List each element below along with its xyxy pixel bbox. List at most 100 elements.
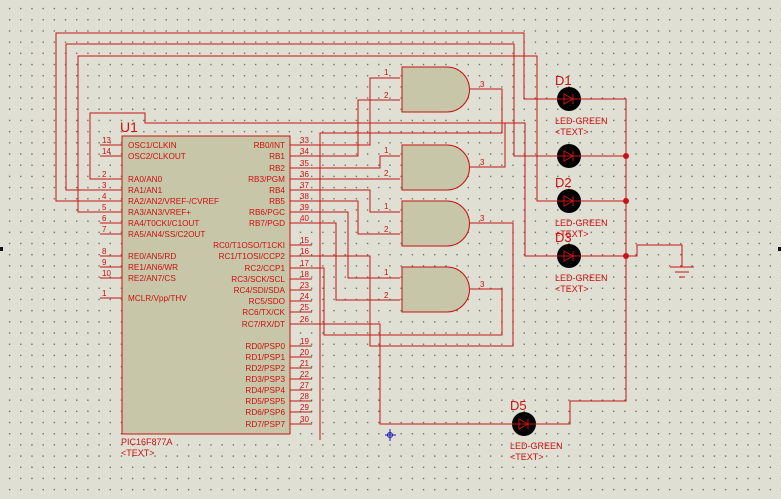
pin-number: 23 <box>300 281 309 290</box>
wire[interactable] <box>582 244 683 267</box>
pin-number: 27 <box>300 381 309 390</box>
pin-label: RE0/AN5/RD <box>128 252 176 261</box>
led[interactable] <box>555 144 583 168</box>
pin-label: RC7/RX/DT <box>242 320 285 329</box>
pin-number: 2 <box>102 170 107 179</box>
pin-number: 17 <box>300 259 309 268</box>
wire[interactable] <box>55 32 556 202</box>
pin-label: RC6/TX/CK <box>242 308 285 317</box>
pin-number: 38 <box>300 192 309 201</box>
wire[interactable] <box>306 323 510 425</box>
pin-label: RA5/AN4/SS/C2OUT <box>128 230 205 239</box>
led-part: LED-GREEN <box>555 116 608 126</box>
gate-pin-number: 3 <box>480 214 485 223</box>
pic16f877a-chip[interactable]: U1 PIC16F877A <TEXT> 13OSC1/CLKIN14OSC2/… <box>100 119 312 458</box>
gate-pin-number: 1 <box>384 146 389 155</box>
and-gate[interactable]: 123 <box>384 66 485 113</box>
diode-icon <box>563 195 575 207</box>
gate-pin-number: 2 <box>384 169 389 178</box>
pin-label: RD4/PSP4 <box>245 386 285 395</box>
led-text: <TEXT> <box>555 229 589 239</box>
pin-number: 10 <box>102 269 111 278</box>
wire[interactable] <box>538 98 627 425</box>
pin-number: 24 <box>300 292 309 301</box>
wire[interactable] <box>470 123 506 168</box>
and-gate[interactable]: 1 2 3 <box>384 144 485 191</box>
pin-number: 18 <box>300 270 309 279</box>
pin-label: RE1/AN6/WR <box>128 263 178 272</box>
pin-label: RA2/AN2/VREF-/CVREF <box>128 197 219 206</box>
led-text: <TEXT> <box>555 127 589 137</box>
chip-ref: U1 <box>120 119 138 135</box>
pin-label: RA1/AN1 <box>128 186 163 195</box>
diode-icon <box>518 418 530 430</box>
pin-label: RB5 <box>269 197 285 206</box>
led-text: <TEXT> <box>510 452 544 462</box>
pin-number: 34 <box>300 147 309 156</box>
wire[interactable] <box>89 112 556 257</box>
wire[interactable] <box>306 211 400 279</box>
gate-pin-number: 3 <box>480 158 485 167</box>
led-part: LED-GREEN <box>510 441 563 451</box>
pin-label: RD0/PSP0 <box>245 342 285 351</box>
and-gate-body[interactable] <box>401 200 470 247</box>
chip-body[interactable] <box>121 135 291 435</box>
wire[interactable] <box>306 222 514 347</box>
pin-number: 6 <box>102 214 107 223</box>
pin-label: OSC1/CLKIN <box>128 141 177 150</box>
pin-number: 33 <box>300 136 309 145</box>
chip-part: PIC16F877A <box>121 437 173 447</box>
wire[interactable] <box>77 55 556 213</box>
diode-icon <box>563 250 575 262</box>
pin-label: RA0/AN0 <box>128 175 163 184</box>
pin-label: RA4/T0CKI/C1OUT <box>128 219 199 228</box>
pin-label: RD1/PSP1 <box>245 353 285 362</box>
wire[interactable] <box>65 43 556 191</box>
and-gate-body[interactable] <box>401 144 470 191</box>
pin-label: RD5/PSP5 <box>245 397 285 406</box>
wire[interactable] <box>306 267 503 336</box>
pin-number: 20 <box>300 348 309 357</box>
pin-number: 29 <box>300 403 309 412</box>
wire[interactable] <box>306 99 400 157</box>
wire[interactable] <box>306 189 400 213</box>
gate-pin-number: 3 <box>480 80 485 89</box>
pin-number: 9 <box>102 258 107 267</box>
led-ref: D2 <box>555 175 572 190</box>
pin-label: OSC2/CLKOUT <box>128 152 186 161</box>
pin-label: RC0/T1OSO/T1CKI <box>213 241 285 250</box>
wire[interactable] <box>306 77 400 146</box>
pin-label: RC3/SCK/SCL <box>231 275 285 284</box>
gate-pin-number: 1 <box>384 268 389 277</box>
wire[interactable] <box>306 222 400 301</box>
led-part: LED-GREEN <box>555 218 608 228</box>
wires <box>55 32 694 440</box>
pin-number: 15 <box>300 236 309 245</box>
and-gate[interactable]: 123 <box>384 266 485 313</box>
wire[interactable] <box>306 155 400 169</box>
wire[interactable] <box>306 200 400 235</box>
pin-number: 13 <box>102 136 111 145</box>
leds: D1LED-GREEN<TEXT>D2LED-GREEN<TEXT>D3LED-… <box>510 73 608 462</box>
pin-label: RC2/CCP1 <box>245 264 286 273</box>
pin-number: 1 <box>102 289 107 298</box>
pin-label: RB1 <box>269 152 285 161</box>
pin-label: RC1/T1OSI/CCP2 <box>219 252 286 261</box>
pin-number: 39 <box>300 203 309 212</box>
crosshair-cursor-icon <box>385 429 396 441</box>
and-gate-body[interactable] <box>401 266 470 313</box>
right-pins: 33RB0/INT34RB135RB236RB3/PGM37RB438RB539… <box>213 136 312 429</box>
wire[interactable] <box>319 88 503 440</box>
gate-pin-number: 2 <box>384 291 389 300</box>
led-ref: D3 <box>555 230 572 245</box>
pin-number: 28 <box>300 392 309 401</box>
and-gate[interactable]: 123 <box>384 200 485 247</box>
gate-pin-number: 1 <box>384 68 389 77</box>
and-gate-body[interactable] <box>401 66 470 113</box>
pin-label: RB4 <box>269 186 285 195</box>
